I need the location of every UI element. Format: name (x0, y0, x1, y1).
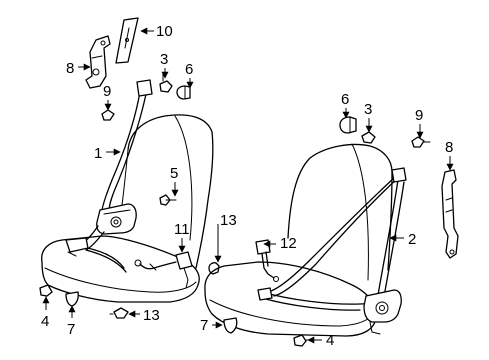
part-13-lower-bolt (109, 307, 129, 319)
callout-11: 11 (174, 221, 190, 238)
part-8-right-height-adjuster (441, 169, 459, 259)
callout-7-left: 7 (67, 321, 75, 338)
callout-3-right: 3 (364, 101, 372, 118)
callout-5: 5 (170, 165, 178, 182)
part-12-buckle (255, 239, 279, 282)
callout-9-left: 9 (103, 83, 111, 100)
callout-labels: 10 8 3 6 9 1 5 11 13 12 6 3 9 8 2 4 7 13… (41, 23, 453, 349)
part-8-left-height-adjuster (85, 35, 111, 89)
right-seat-belt (257, 167, 407, 335)
part-6-right-cap (339, 116, 357, 134)
callout-6-right: 6 (341, 91, 349, 108)
leader-arrows (42, 27, 454, 344)
callout-9-right: 9 (415, 107, 423, 124)
callout-7-right: 7 (200, 317, 208, 334)
callout-12: 12 (280, 235, 297, 252)
callout-4-right: 4 (326, 332, 334, 349)
callout-6-left: 6 (185, 61, 193, 78)
left-seat-belt (65, 79, 153, 273)
callout-2: 2 (408, 231, 416, 248)
part-11-buckle (134, 251, 193, 289)
part-5-bolt (159, 194, 177, 206)
part-9-left-bolt (101, 109, 115, 121)
callout-8-left: 8 (66, 60, 74, 77)
callout-4-left: 4 (41, 313, 49, 330)
part-7-right-cover (223, 317, 238, 334)
callout-10: 10 (156, 23, 173, 40)
part-13-upper-bolt (208, 262, 220, 275)
callout-13-lower: 13 (143, 307, 160, 324)
callout-3-left: 3 (160, 51, 168, 68)
part-6-left-cap (176, 85, 191, 100)
part-9-right-bolt (411, 136, 431, 148)
part-7-left-cover (65, 291, 79, 307)
callout-1: 1 (94, 145, 102, 162)
part-10-cover (115, 17, 139, 64)
callout-8-right: 8 (445, 139, 453, 156)
callout-13-upper: 13 (220, 212, 237, 229)
part-3-left-bolt (159, 73, 173, 93)
part-3-right-bolt (361, 131, 376, 144)
